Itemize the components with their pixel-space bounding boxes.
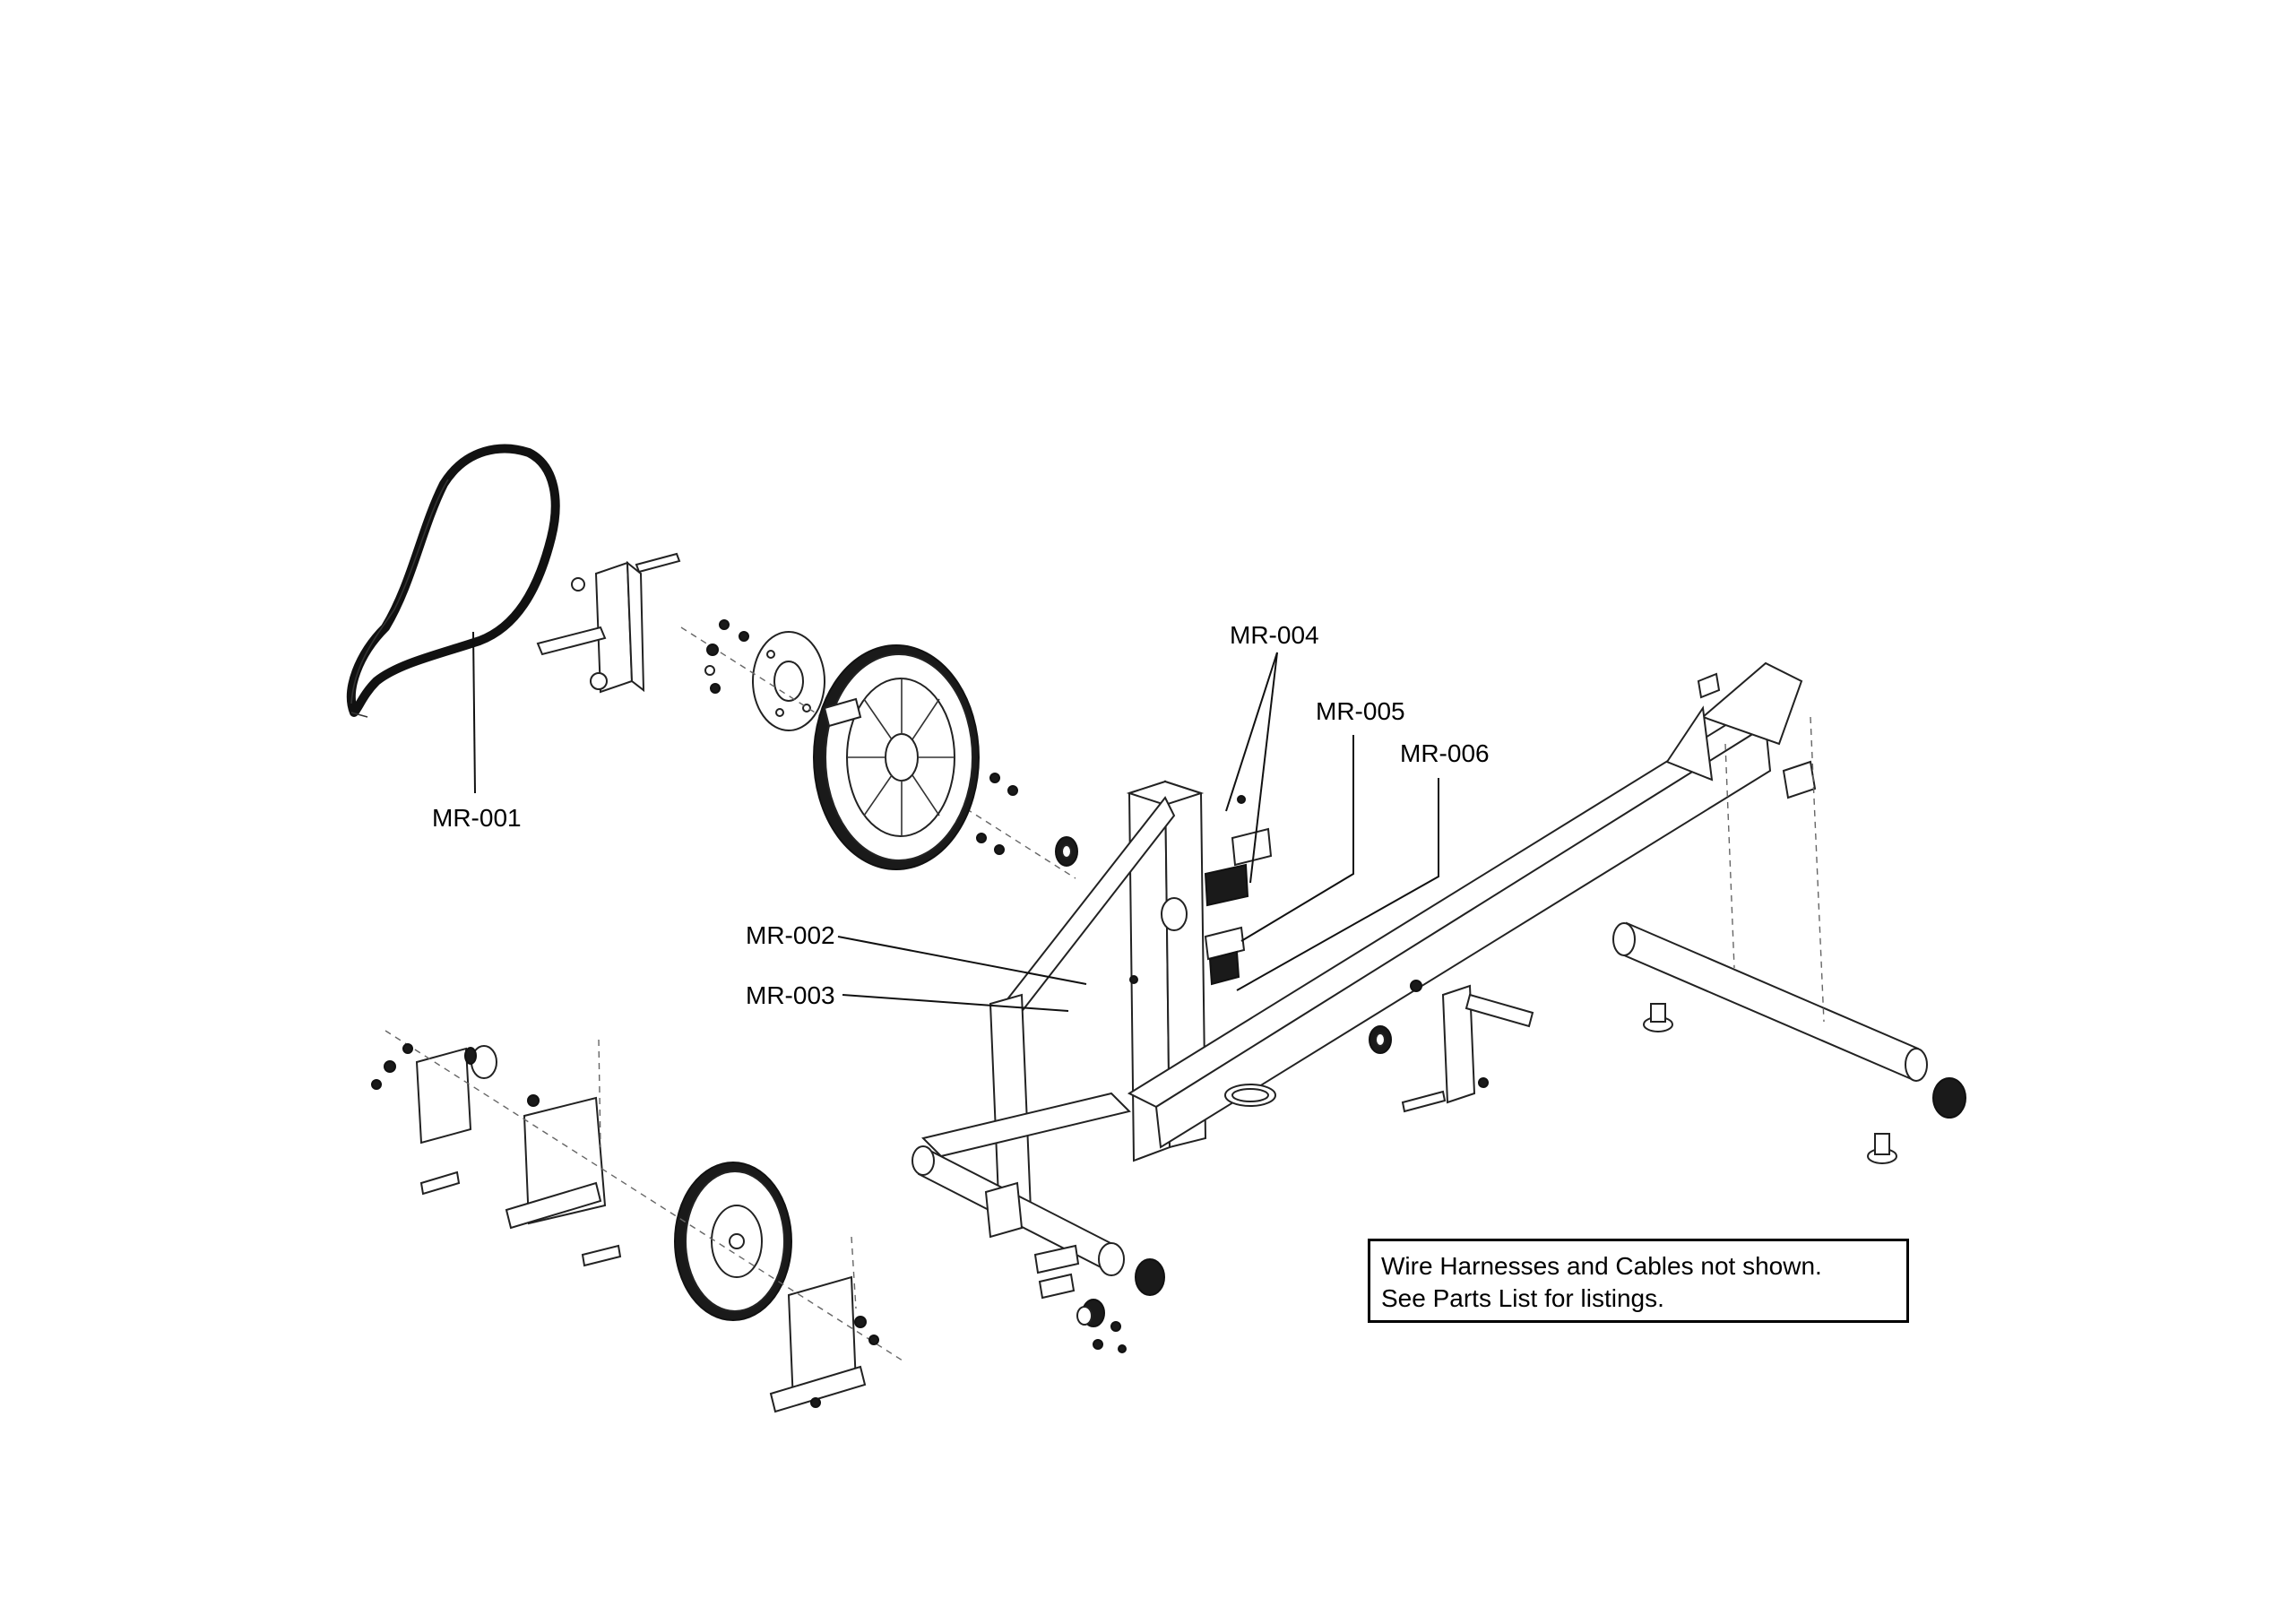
front-foot-assembly <box>1033 1244 1127 1353</box>
callout-mr-004: MR-004 <box>1230 621 1319 649</box>
right-bracket <box>1369 980 1534 1113</box>
leader-mr-006 <box>1236 778 1439 991</box>
rear-cross-tube <box>1612 716 1966 1119</box>
frame-main-rail <box>1127 661 1817 1149</box>
callout-mr-003: MR-003 <box>746 981 835 1009</box>
callout-mr-006: MR-006 <box>1400 739 1490 767</box>
lower-drive-assembly <box>371 1030 906 1413</box>
leader-mr-005 <box>1240 735 1354 942</box>
note-line-1: Wire Harnesses and Cables not shown. <box>1381 1252 1822 1280</box>
hub-fasteners <box>704 619 1018 855</box>
frame-upright <box>989 780 1207 1221</box>
callout-mr-005: MR-005 <box>1316 697 1405 725</box>
leader-lines <box>472 631 1439 1012</box>
callout-mr-001: MR-001 <box>432 804 522 832</box>
leader-mr-002 <box>837 936 1087 985</box>
leader-mr-003 <box>842 994 1069 1012</box>
frame-front-base <box>912 1092 1165 1296</box>
flywheel-pulley <box>813 644 980 870</box>
leader-mr-001 <box>472 631 476 794</box>
note-box: Wire Harnesses and Cables not shown. See… <box>1368 1239 1909 1323</box>
upper-left-bracket <box>536 552 681 694</box>
drive-belt <box>346 444 560 718</box>
leader-mr-004a <box>1225 652 1278 812</box>
leader-mr-004b <box>1249 652 1278 884</box>
callout-mr-002: MR-002 <box>746 921 835 949</box>
note-line-2: See Parts List for listings. <box>1381 1284 1664 1312</box>
leveling-feet <box>1643 1003 1897 1164</box>
hub-flange <box>680 626 1076 879</box>
sensor-brackets <box>1129 795 1273 986</box>
